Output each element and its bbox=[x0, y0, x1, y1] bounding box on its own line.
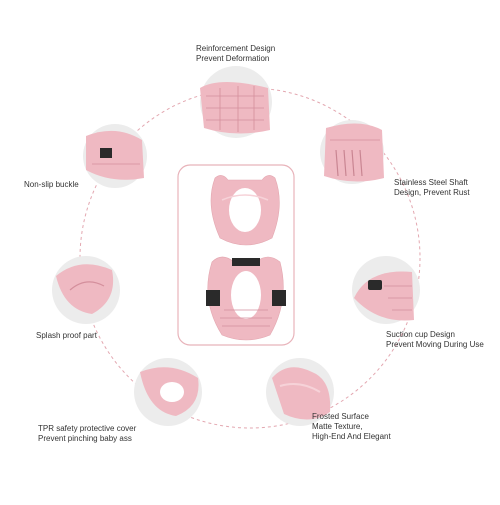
label-reinforcement: Reinforcement Design Prevent Deformation bbox=[196, 44, 276, 63]
frosted-surface-image bbox=[266, 358, 334, 426]
center-seat-top-image bbox=[210, 175, 280, 246]
label-splash-proof: Splash proof part bbox=[36, 331, 97, 340]
nonslip-buckle-image bbox=[83, 124, 147, 188]
center-seat-bottom-image bbox=[206, 256, 286, 341]
label-suction-cup: Suction cup Design Prevent Moving During… bbox=[386, 330, 484, 349]
reinforcement-image bbox=[200, 66, 272, 138]
splash-proof-image bbox=[52, 256, 120, 324]
label-stainless-steel: Stainless Steel Shaft Design, Prevent Ru… bbox=[394, 178, 470, 197]
label-nonslip-buckle: Non-slip buckle bbox=[24, 180, 79, 189]
stainless-shaft-image bbox=[320, 120, 384, 184]
label-tpr-cover: TPR safety protective cover Prevent pinc… bbox=[38, 424, 137, 443]
tpr-cover-image bbox=[134, 358, 202, 426]
suction-cup-image bbox=[352, 256, 420, 324]
label-frosted-surface: Frosted Surface Matte Texture, High-End … bbox=[312, 412, 391, 441]
